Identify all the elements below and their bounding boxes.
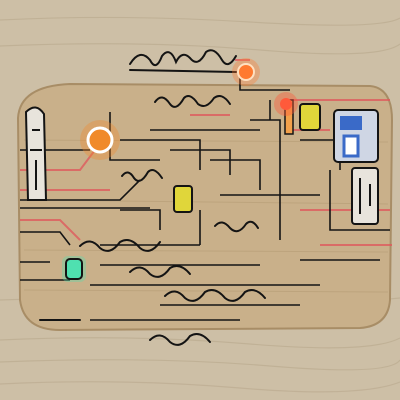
led-green xyxy=(62,256,86,282)
left-connector xyxy=(24,106,48,201)
led-orange-top xyxy=(232,58,260,86)
ink-scribbles xyxy=(39,49,266,346)
black-traces xyxy=(20,70,390,321)
led-red-right xyxy=(274,92,298,116)
yellow-chip-right xyxy=(299,103,321,131)
yellow-chip-center xyxy=(173,185,193,213)
led-orange-left xyxy=(80,120,120,160)
blue-module xyxy=(333,109,379,225)
